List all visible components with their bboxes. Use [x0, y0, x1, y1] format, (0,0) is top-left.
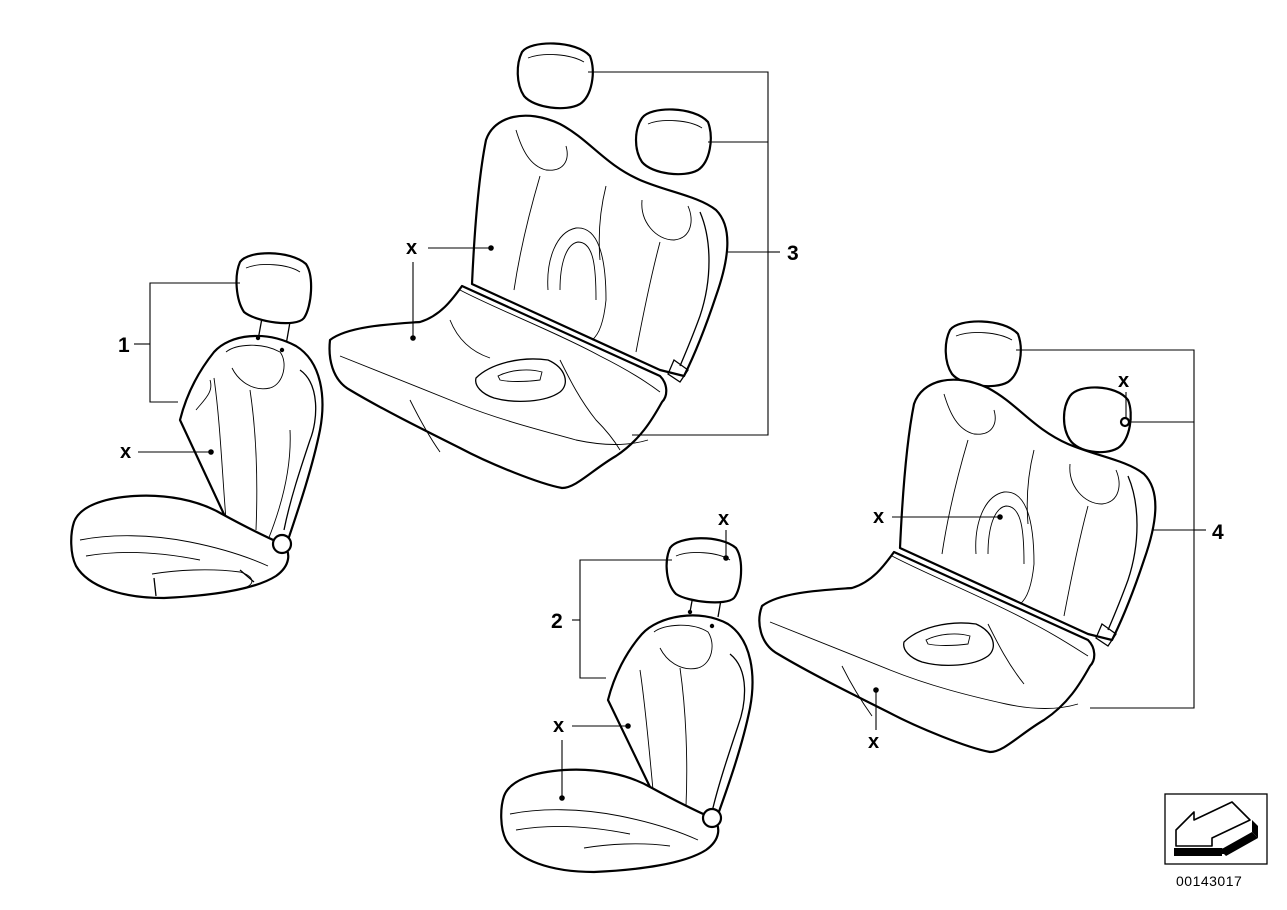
- headrest-3b[interactable]: [634, 108, 712, 176]
- direction-arrow-icon: [1174, 801, 1258, 856]
- backrest-2[interactable]: [606, 614, 754, 836]
- callout-4: 4: [1212, 521, 1224, 544]
- headrest-2[interactable]: [665, 537, 743, 604]
- cushion-2[interactable]: [500, 768, 720, 874]
- part-number: 00143017: [1176, 873, 1242, 889]
- front-seat-1[interactable]: [70, 252, 324, 600]
- rear-bench-3[interactable]: [328, 42, 729, 490]
- x-marker-bench4-back: x: [873, 506, 884, 528]
- headrest-1[interactable]: [235, 252, 313, 325]
- rear-bench-4[interactable]: [758, 320, 1157, 754]
- x-marker-seat2-headrest: x: [718, 508, 729, 530]
- orientation-box: [1164, 793, 1268, 865]
- x-marker-bench4-headrest: x: [1118, 370, 1129, 392]
- cushion-1[interactable]: [70, 494, 290, 600]
- x-marker-seat2-back: x: [553, 715, 564, 737]
- x-marker-bench4-cushion: x: [868, 731, 879, 753]
- callout-3: 3: [787, 242, 799, 265]
- leader-lines: [134, 71, 1206, 796]
- x-marker-bench3-back: x: [406, 237, 417, 259]
- headrest-3a[interactable]: [516, 42, 594, 110]
- headrest-4a[interactable]: [944, 320, 1022, 388]
- bench-cushion-4[interactable]: [758, 550, 1096, 754]
- front-seat-2[interactable]: [500, 537, 754, 874]
- callout-2: 2: [551, 610, 563, 633]
- connection-dots: [208, 245, 1003, 801]
- callout-1: 1: [118, 334, 130, 357]
- x-marker-seat1: x: [120, 441, 131, 463]
- headrest-4b[interactable]: [1062, 386, 1132, 454]
